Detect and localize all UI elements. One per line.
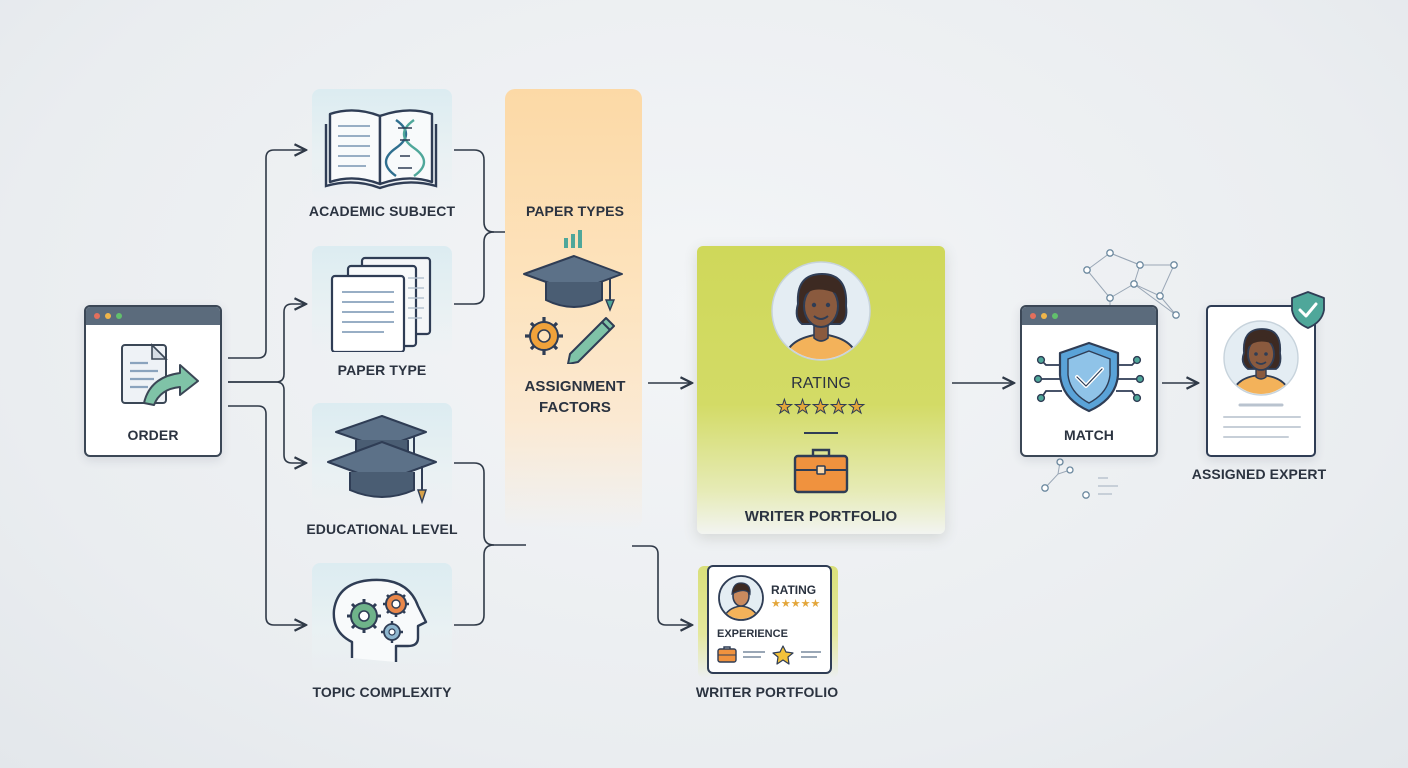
- shield-check-icon: [1033, 341, 1145, 413]
- graduation-caps-icon: [327, 415, 437, 505]
- briefcase-icon: [793, 448, 849, 494]
- assigned-expert-card: [1206, 305, 1316, 457]
- connector-order-level: [228, 381, 306, 463]
- factor-label-educational-level: EDUCATIONAL LEVEL: [306, 521, 458, 537]
- portfolio-divider: [804, 432, 838, 434]
- connector-subject-merge: [454, 149, 505, 233]
- factor-label-paper-type: PAPER TYPE: [337, 362, 427, 378]
- window-title-bar: [86, 307, 220, 325]
- star-rating-filled: ★★★★★: [775, 396, 867, 419]
- connector-order-subject: [228, 150, 306, 359]
- small-star-rating: ★★★★★: [771, 597, 821, 610]
- small-rating-label: RATING: [771, 583, 817, 597]
- assignment-factors-panel: [505, 89, 642, 529]
- connector-level-merge: [454, 462, 526, 546]
- cap-gear-pencil-icon: [523, 230, 623, 364]
- document-arrow-icon: [121, 343, 199, 406]
- writer-avatar: [771, 261, 871, 361]
- small-portfolio-label: WRITER PORTFOLIO: [695, 684, 839, 700]
- factor-label-topic-complexity: TOPIC COMPLEXITY: [312, 684, 452, 700]
- portfolio-rating-label: RATING: [791, 375, 851, 392]
- connector-order-topic: [228, 405, 306, 625]
- verified-shield-icon: [1291, 291, 1325, 329]
- open-book-dna-icon: [324, 109, 438, 190]
- order-label: ORDER: [127, 427, 179, 443]
- expert-info-lines: [1223, 403, 1301, 438]
- portfolio-star-rating: ★★★★★: [771, 395, 871, 420]
- connector-order-papertype: [228, 304, 306, 383]
- assigned-expert-label: ASSIGNED EXPERT: [1191, 466, 1327, 482]
- factor-label-academic-subject: ACADEMIC SUBJECT: [308, 203, 456, 219]
- match-window: MATCH: [1020, 305, 1158, 457]
- paper-types-label: PAPER TYPES: [525, 203, 625, 219]
- connector-assignment-small-portfolio: [632, 545, 692, 625]
- small-writer-avatar: [718, 575, 764, 621]
- small-experience-label: EXPERIENCE: [717, 628, 788, 640]
- order-window: ORDER: [84, 305, 222, 457]
- small-experience-icons: [717, 645, 821, 665]
- assignment-label-line2: FACTORS: [538, 399, 612, 416]
- head-gears-icon: [332, 578, 428, 662]
- connector-topic-merge: [454, 544, 495, 626]
- small-portfolio-card: RATING ★★★★★ EXPERIENCE: [707, 565, 832, 674]
- expert-avatar: [1223, 320, 1299, 396]
- match-label: MATCH: [1063, 427, 1115, 443]
- connector-papertype-merge: [454, 231, 495, 305]
- portfolio-label: WRITER PORTFOLIO: [744, 508, 898, 525]
- window-title-bar: [1022, 307, 1156, 325]
- assignment-label-line1: ASSIGNMENT: [524, 378, 626, 395]
- stacked-papers-icon: [330, 256, 432, 352]
